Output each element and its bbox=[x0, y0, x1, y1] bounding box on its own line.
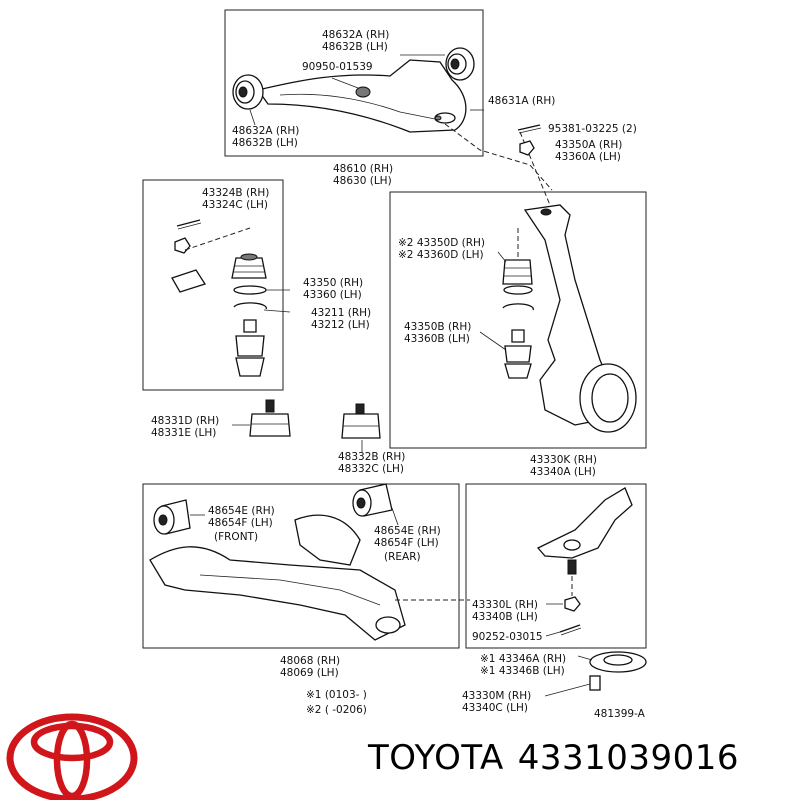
bumper-b bbox=[341, 403, 381, 439]
upper-arm-frame bbox=[224, 9, 484, 157]
brand-part-title: TOYOTA 4331039016 bbox=[368, 738, 739, 778]
label-front-tag: (FRONT) bbox=[214, 531, 258, 543]
bumper-d bbox=[249, 399, 291, 437]
label-lower-bush-rear-lh: 48654F (LH) bbox=[374, 537, 439, 549]
lower-ball-joint-stud bbox=[563, 539, 581, 575]
label-lower-bush-front-lh: 48654F (LH) bbox=[208, 517, 273, 529]
label-diagram-code: 481399-A bbox=[594, 708, 646, 720]
label-rear-tag: (REAR) bbox=[384, 551, 421, 563]
label-upper-nut-rh: 43350A (RH) bbox=[555, 139, 622, 151]
label-knuckle-lh: 43340A (LH) bbox=[530, 466, 596, 478]
kit-snap-ring bbox=[233, 302, 267, 310]
lower-bush-rear bbox=[352, 483, 393, 517]
brand-name: TOYOTA bbox=[368, 738, 504, 778]
label-lower-nut-lh: 43340B (LH) bbox=[472, 611, 538, 623]
steering-knuckle bbox=[523, 204, 637, 433]
label-lower-arm-lh: 48069 (LH) bbox=[280, 667, 339, 679]
upper-cotter-pin bbox=[517, 124, 542, 134]
label-ring-rh: 43211 (RH) bbox=[311, 307, 371, 319]
kit-grease-pack bbox=[171, 269, 207, 293]
label-lower-bush-rear-rh: 48654E (RH) bbox=[374, 525, 441, 537]
label-kit-top-lh: 43324C (LH) bbox=[202, 199, 268, 211]
label-shim-lh: ※1 43346B (LH) bbox=[480, 665, 565, 677]
label-lower-arm-rh: 48068 (RH) bbox=[280, 655, 340, 667]
label-ring-lh: 43212 (LH) bbox=[311, 319, 370, 331]
label-upper-bush-lh: 48632B (LH) bbox=[232, 137, 298, 149]
label-upper-bush-top-lh: 48632B (LH) bbox=[322, 41, 388, 53]
label-lower-bush-front-rh: 48654E (RH) bbox=[208, 505, 275, 517]
lower-castle-nut bbox=[564, 596, 581, 612]
label-kit-rh: 43350 (RH) bbox=[303, 277, 363, 289]
label-bumper-b: 48332B (RH) bbox=[338, 451, 405, 463]
upper-ball-joint bbox=[504, 329, 532, 379]
lower-knuckle-arm bbox=[536, 487, 633, 559]
label-upper-bush-top-rh: 48632A (RH) bbox=[322, 29, 389, 41]
label-note-1: ※1 (0103- ) bbox=[306, 689, 367, 701]
label-note-2: ※2 ( -0206) bbox=[306, 704, 367, 716]
label-upper-pin: 95381-03225 (2) bbox=[548, 123, 637, 135]
label-boot-lh: ※2 43360D (LH) bbox=[398, 249, 484, 261]
lower-shim bbox=[589, 651, 647, 673]
upper-bush-front bbox=[232, 74, 264, 110]
label-upper-arm-rh: 48610 (RH) bbox=[333, 163, 393, 175]
kit-cotter-pin bbox=[176, 219, 202, 230]
knuckle-frame bbox=[389, 191, 647, 449]
label-upper-plug: 90950-01539 bbox=[302, 61, 373, 73]
label-bumper-e: 48331E (LH) bbox=[151, 427, 216, 439]
diagram-labels: 48632A (RH) 48632B (LH) 90950-01539 4863… bbox=[151, 29, 646, 720]
label-bumper-d: 48331D (RH) bbox=[151, 415, 219, 427]
label-joint-lh: 43360B (LH) bbox=[404, 333, 470, 345]
label-upper-arm-lh: 48630 (LH) bbox=[333, 175, 392, 187]
label-shim-rh: ※1 43346A (RH) bbox=[480, 653, 566, 665]
kit-ring bbox=[233, 285, 267, 295]
lower-joint-bolt bbox=[589, 675, 601, 691]
label-lower-pin: 90252-03015 bbox=[472, 631, 543, 643]
label-boot-rh: ※2 43350D (RH) bbox=[398, 237, 485, 249]
label-lower-nut-rh: 43330L (RH) bbox=[472, 599, 538, 611]
upper-plug bbox=[355, 86, 371, 98]
label-kit-lh: 43360 (LH) bbox=[303, 289, 362, 301]
part-number: 4331039016 bbox=[517, 738, 740, 778]
label-upper-bush-rh: 48632A (RH) bbox=[232, 125, 299, 137]
lower-bush-front bbox=[153, 499, 191, 535]
upper-castle-nut bbox=[519, 140, 535, 156]
ball-joint-kit-frame bbox=[142, 179, 284, 391]
upper-bush-rear bbox=[445, 47, 475, 81]
lower-control-arm bbox=[149, 514, 406, 641]
kit-castle-nut bbox=[174, 237, 191, 254]
label-kit-top-rh: 43324B (RH) bbox=[202, 187, 269, 199]
kit-ball-joint bbox=[235, 319, 265, 377]
label-upper-arm-sub: 48631A (RH) bbox=[488, 95, 555, 107]
lower-ball-joint-frame bbox=[465, 483, 647, 649]
label-upper-nut-lh: 43360A (LH) bbox=[555, 151, 621, 163]
label-joint-rh: 43350B (RH) bbox=[404, 321, 471, 333]
toyota-logo-icon bbox=[6, 713, 138, 800]
label-lower-joint-lh: 43340C (LH) bbox=[462, 702, 528, 714]
kit-dust-boot bbox=[231, 253, 267, 279]
label-lower-joint-rh: 43330M (RH) bbox=[462, 690, 531, 702]
lower-arm-frame bbox=[142, 483, 460, 649]
lower-cotter-pin bbox=[559, 624, 582, 636]
upper-joint-ring bbox=[502, 285, 534, 311]
label-bumper-c: 48332C (LH) bbox=[338, 463, 404, 475]
label-knuckle-rh: 43330K (RH) bbox=[530, 454, 597, 466]
upper-boot bbox=[502, 259, 533, 285]
